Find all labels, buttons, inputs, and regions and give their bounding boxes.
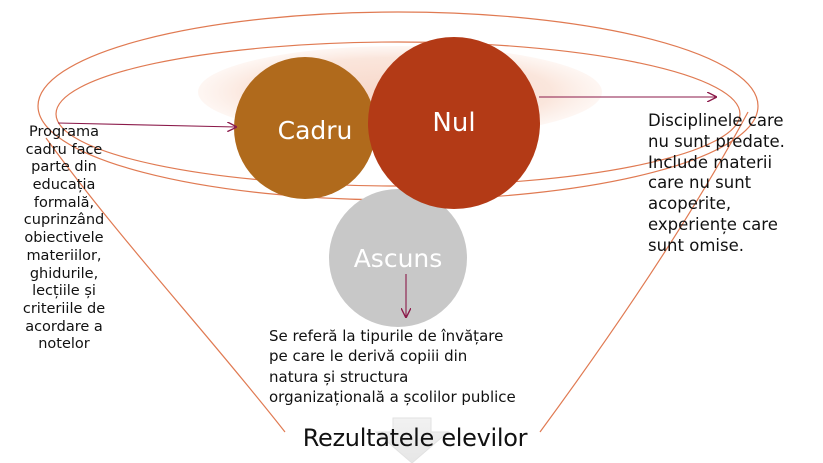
right-description-line: experiențe care bbox=[648, 214, 778, 234]
right-description-line: nu sunt predate. bbox=[648, 131, 785, 151]
left-description-line: ghidurile, bbox=[29, 265, 99, 282]
left-description-line: formală, bbox=[33, 194, 95, 211]
result-label: Rezultatele elevilor bbox=[302, 424, 528, 452]
circle-nul bbox=[368, 37, 540, 209]
arrow-left-to-cadru bbox=[57, 123, 236, 127]
bottom-description: Se referă la tipurile de învățare pe care… bbox=[269, 326, 559, 408]
right-description-line: care nu sunt bbox=[648, 173, 752, 193]
right-description-line: Include materii bbox=[648, 152, 773, 172]
left-description-line: cadru face bbox=[25, 141, 103, 158]
left-description-line: materiilor, bbox=[26, 247, 102, 264]
left-description-line: parte din bbox=[31, 159, 97, 176]
bottom-description-line: organizațională a școlilor publice bbox=[269, 388, 516, 407]
bottom-description-line: Se referă la tipurile de învățare bbox=[269, 327, 504, 345]
left-description-line: acordare a bbox=[25, 318, 103, 335]
left-description-line: lecțiile și bbox=[32, 283, 96, 300]
right-description-line: sunt omise. bbox=[648, 235, 744, 255]
left-description-line: educația bbox=[32, 177, 96, 194]
circle-ascuns bbox=[329, 189, 467, 327]
result-arrow bbox=[374, 417, 450, 463]
left-description-line: cuprinzând bbox=[23, 212, 105, 229]
circle-nul-label: Nul bbox=[432, 108, 475, 138]
funnel-right-side bbox=[539, 111, 749, 433]
left-description-line: notelor bbox=[38, 336, 90, 353]
bottom-description-line: pe care le derivă copiii din bbox=[269, 347, 468, 366]
left-description-line: Programa bbox=[28, 124, 100, 140]
left-description-line: criteriile de bbox=[22, 300, 106, 317]
left-description-line: obiectivele bbox=[24, 230, 104, 247]
circle-ascuns-label: Ascuns bbox=[354, 244, 443, 273]
bottom-description-line: natura și structura bbox=[269, 367, 409, 386]
funnel-left-side bbox=[45, 137, 286, 433]
right-description-line: Disciplinele care bbox=[648, 111, 784, 130]
right-description-line: acoperite, bbox=[648, 194, 732, 214]
circle-cadru bbox=[234, 57, 376, 199]
circle-cadru-label: Cadru bbox=[278, 116, 353, 145]
